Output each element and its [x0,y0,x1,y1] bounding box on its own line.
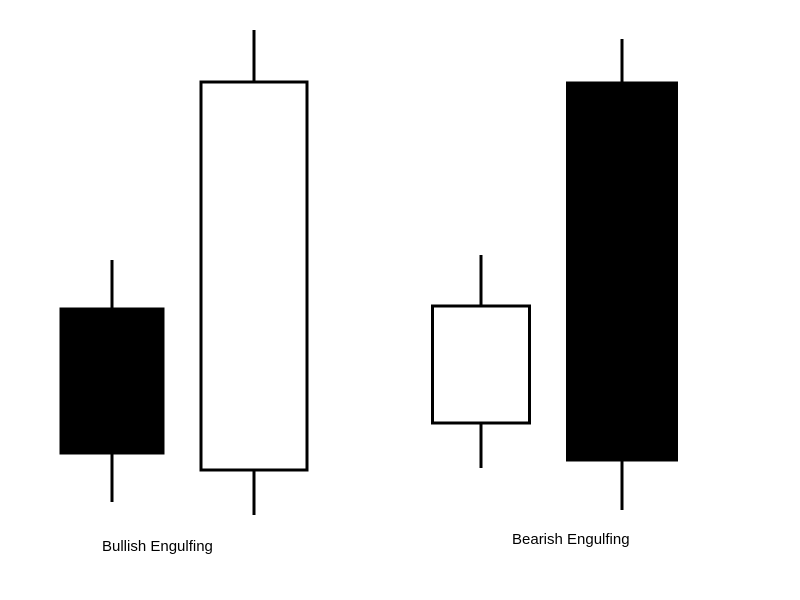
candle-body [431,304,531,425]
candle-bearish [59,260,165,502]
candle-bullish [431,255,531,468]
candle-body [566,81,678,462]
candle-body [59,307,165,455]
bullish-engulfing-caption: Bullish Engulfing [102,538,213,555]
pattern-bullish-engulfing [59,30,309,515]
candle-body [199,80,309,472]
candle-bullish [199,30,309,515]
candle-bearish [566,39,678,510]
pattern-bearish-engulfing [431,39,678,510]
bearish-engulfing-caption: Bearish Engulfing [512,531,630,548]
